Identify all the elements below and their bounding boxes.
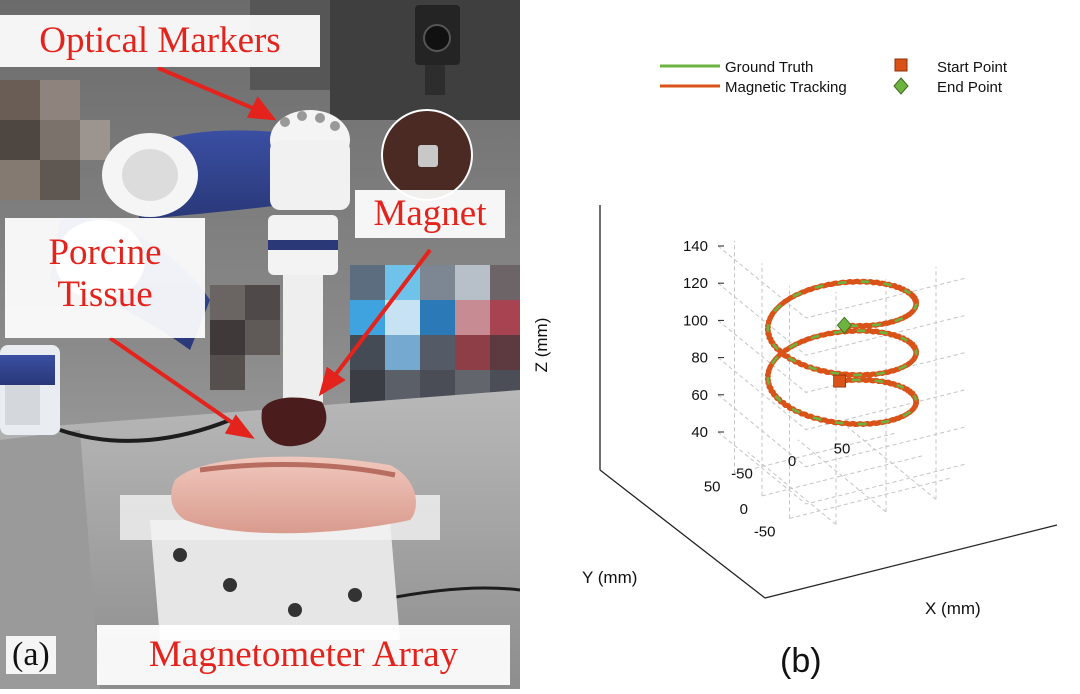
plot-grid: [717, 240, 967, 525]
magnetic-tracking-curve: [764, 278, 920, 427]
x-tick-label: -50: [731, 465, 753, 482]
y-tick-label: 50: [704, 478, 721, 495]
grid-line: [797, 439, 887, 513]
legend-end-point-swatch: [893, 77, 909, 95]
y-axis-line: [599, 469, 766, 599]
plot-ticks: 140 120 100 80 60 40 50 0 -50 -50 0 50: [683, 238, 850, 540]
z-tick-label: 80: [691, 350, 708, 367]
setup-photo-panel: Optical Markers Magnet Porcine Tissue Ma…: [0, 0, 520, 689]
legend-start-point-label: Start Point: [937, 59, 1008, 76]
y-tick-label: -50: [754, 523, 776, 540]
legend-ground-truth-label: Ground Truth: [725, 59, 813, 76]
grid-line: [717, 320, 967, 393]
end-point-marker: [836, 316, 852, 334]
porcine-tissue-label: Porcine Tissue: [5, 218, 205, 338]
tracking-3d-plot: 140 120 100 80 60 40 50 0 -50 -50 0 50 Ground Truth…: [532, 58, 1058, 680]
z-axis-label: Z (mm): [532, 318, 551, 373]
grid-line: [717, 357, 967, 431]
legend-magnetic-tracking-label: Magnetic Tracking: [725, 79, 847, 96]
plot-axes: [599, 205, 1058, 599]
grid-line: [717, 245, 967, 319]
tracking-plot-panel: 140 120 100 80 60 40 50 0 -50 -50 0 50 Ground Truth…: [525, 0, 1080, 689]
porcine-tissue-label-line1: Porcine: [48, 232, 162, 273]
blurred-region-left: [0, 80, 110, 200]
x-axis-line: [764, 524, 1058, 599]
magnetometer-array-label: Magnetometer Array: [97, 625, 510, 685]
x-tick-label: 0: [788, 453, 796, 470]
plot-curves: [764, 278, 920, 427]
panel-b-letter: (b): [780, 642, 822, 680]
legend-start-point-swatch: [894, 58, 908, 72]
legend: Ground Truth Magnetic Tracking Start Poi…: [660, 58, 1008, 96]
panel-a-letter: (a): [6, 636, 56, 674]
z-tick-label: 100: [683, 312, 708, 329]
optical-markers-label: Optical Markers: [0, 15, 320, 67]
grid-line: [717, 394, 967, 468]
start-point-marker: [833, 374, 847, 388]
grid-line: [717, 431, 967, 505]
z-tick-label: 120: [683, 275, 708, 292]
z-tick-label: 60: [691, 387, 708, 404]
y-tick-label: 0: [740, 501, 748, 518]
x-tick-label: 50: [834, 440, 851, 457]
z-tick-label: 40: [691, 424, 708, 441]
grid-line: [717, 282, 967, 356]
y-axis-label: Y (mm): [582, 568, 637, 587]
plot-markers: [833, 316, 852, 388]
porcine-tissue-label-line2: Tissue: [57, 274, 153, 315]
grid-line: [847, 427, 937, 500]
z-tick-label: 140: [683, 238, 708, 255]
x-axis-label: X (mm): [925, 599, 981, 618]
annotation-arrows: [108, 66, 432, 439]
magnet-label: Magnet: [355, 190, 505, 238]
setup-photo-illustration: [0, 0, 520, 689]
legend-end-point-label: End Point: [937, 79, 1003, 96]
ground-truth-curve: [766, 280, 918, 426]
